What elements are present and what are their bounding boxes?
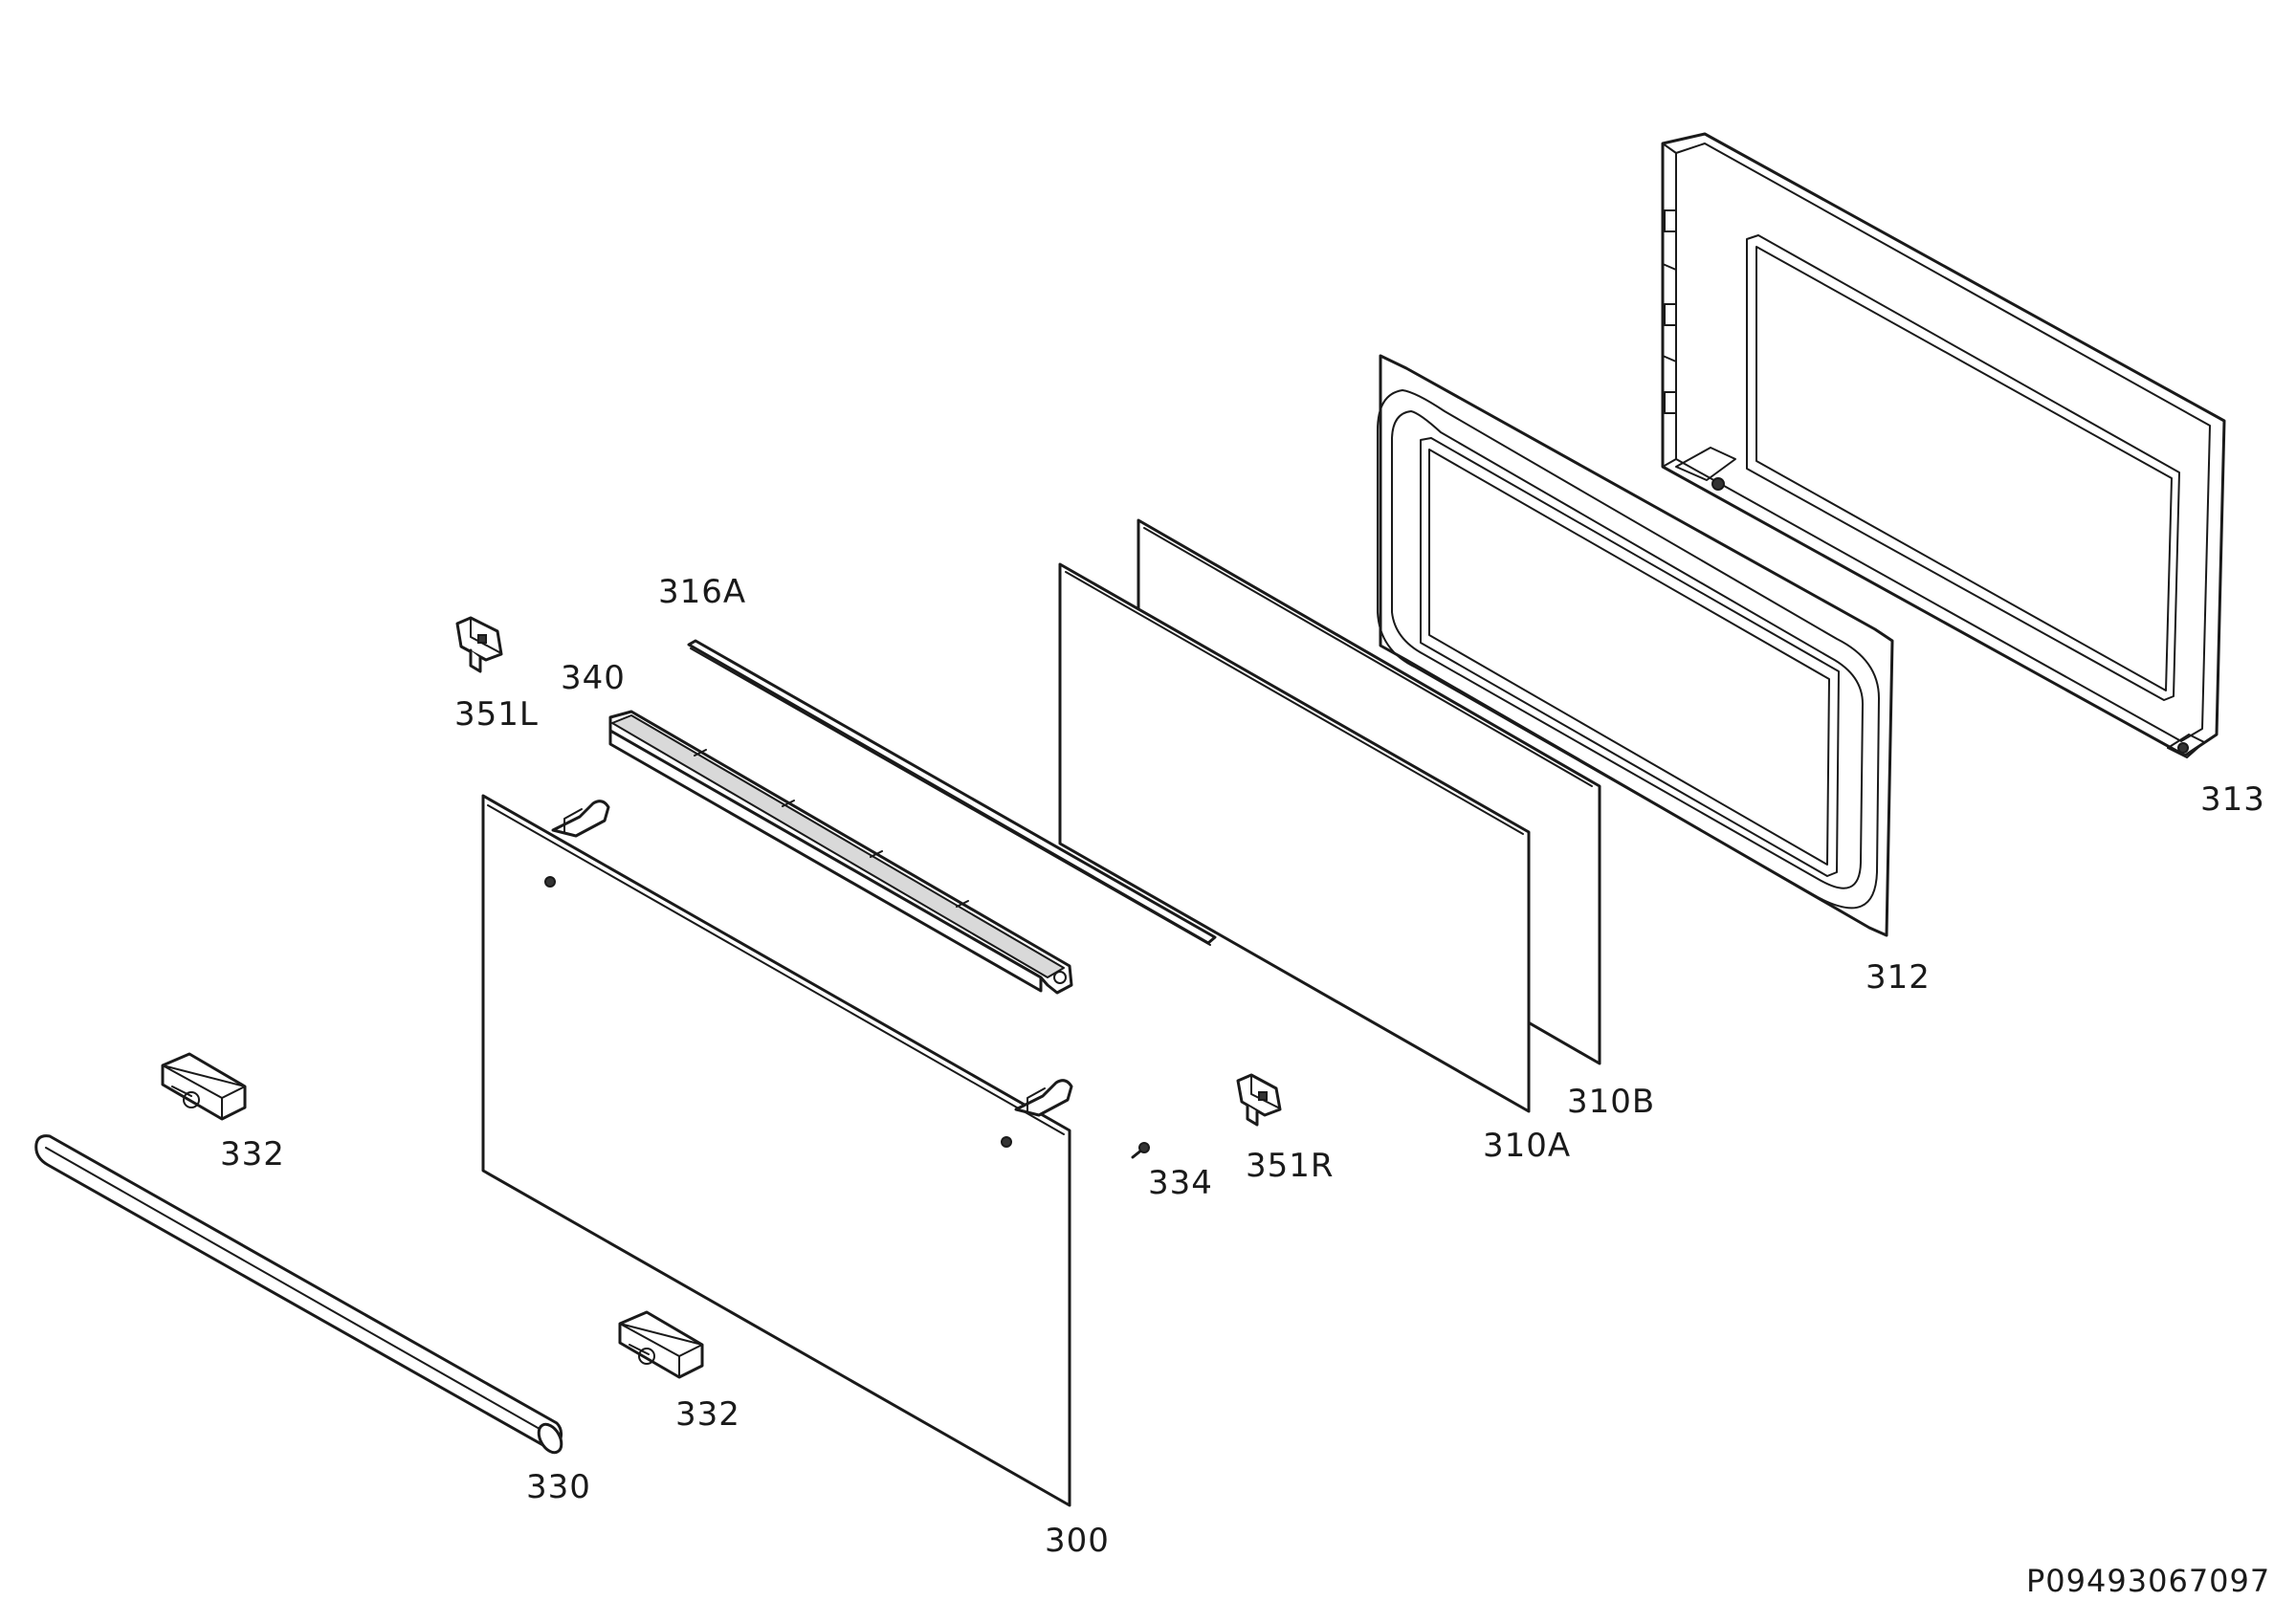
part-310A-glass-pane-middle bbox=[1058, 562, 1531, 1113]
label-310A: 310A bbox=[1483, 1127, 1571, 1165]
part-332-handle-end-cap-top bbox=[161, 1052, 247, 1121]
part-351L-hinge-clip-left bbox=[455, 616, 503, 673]
part-351R-hinge-clip-right bbox=[1236, 1073, 1282, 1127]
part-330-door-handle bbox=[34, 1134, 563, 1455]
part-313-inner-door-frame bbox=[1661, 132, 2226, 758]
part-332-handle-end-cap-bottom bbox=[618, 1310, 704, 1379]
label-312: 312 bbox=[1866, 958, 1931, 997]
label-334: 334 bbox=[1148, 1164, 1213, 1202]
part-312-door-gasket-frame bbox=[1377, 354, 1894, 937]
drawing-code: P09493067097 bbox=[2026, 1563, 2270, 1599]
label-316A: 316A bbox=[658, 573, 746, 611]
part-340-top-profile-rail bbox=[608, 710, 1073, 995]
label-313: 313 bbox=[2200, 780, 2265, 819]
label-330: 330 bbox=[526, 1468, 591, 1506]
label-340: 340 bbox=[561, 659, 626, 697]
part-334-screw bbox=[1131, 1142, 1150, 1159]
part-316A-seal-strip bbox=[687, 639, 1217, 946]
label-300: 300 bbox=[1045, 1522, 1110, 1560]
label-332-bottom: 332 bbox=[675, 1395, 740, 1434]
label-332-top: 332 bbox=[220, 1135, 285, 1173]
part-300-outer-door-panel bbox=[481, 794, 1073, 1507]
label-310B: 310B bbox=[1567, 1083, 1655, 1121]
label-351L: 351L bbox=[454, 695, 539, 734]
label-351R: 351R bbox=[1246, 1147, 1335, 1185]
